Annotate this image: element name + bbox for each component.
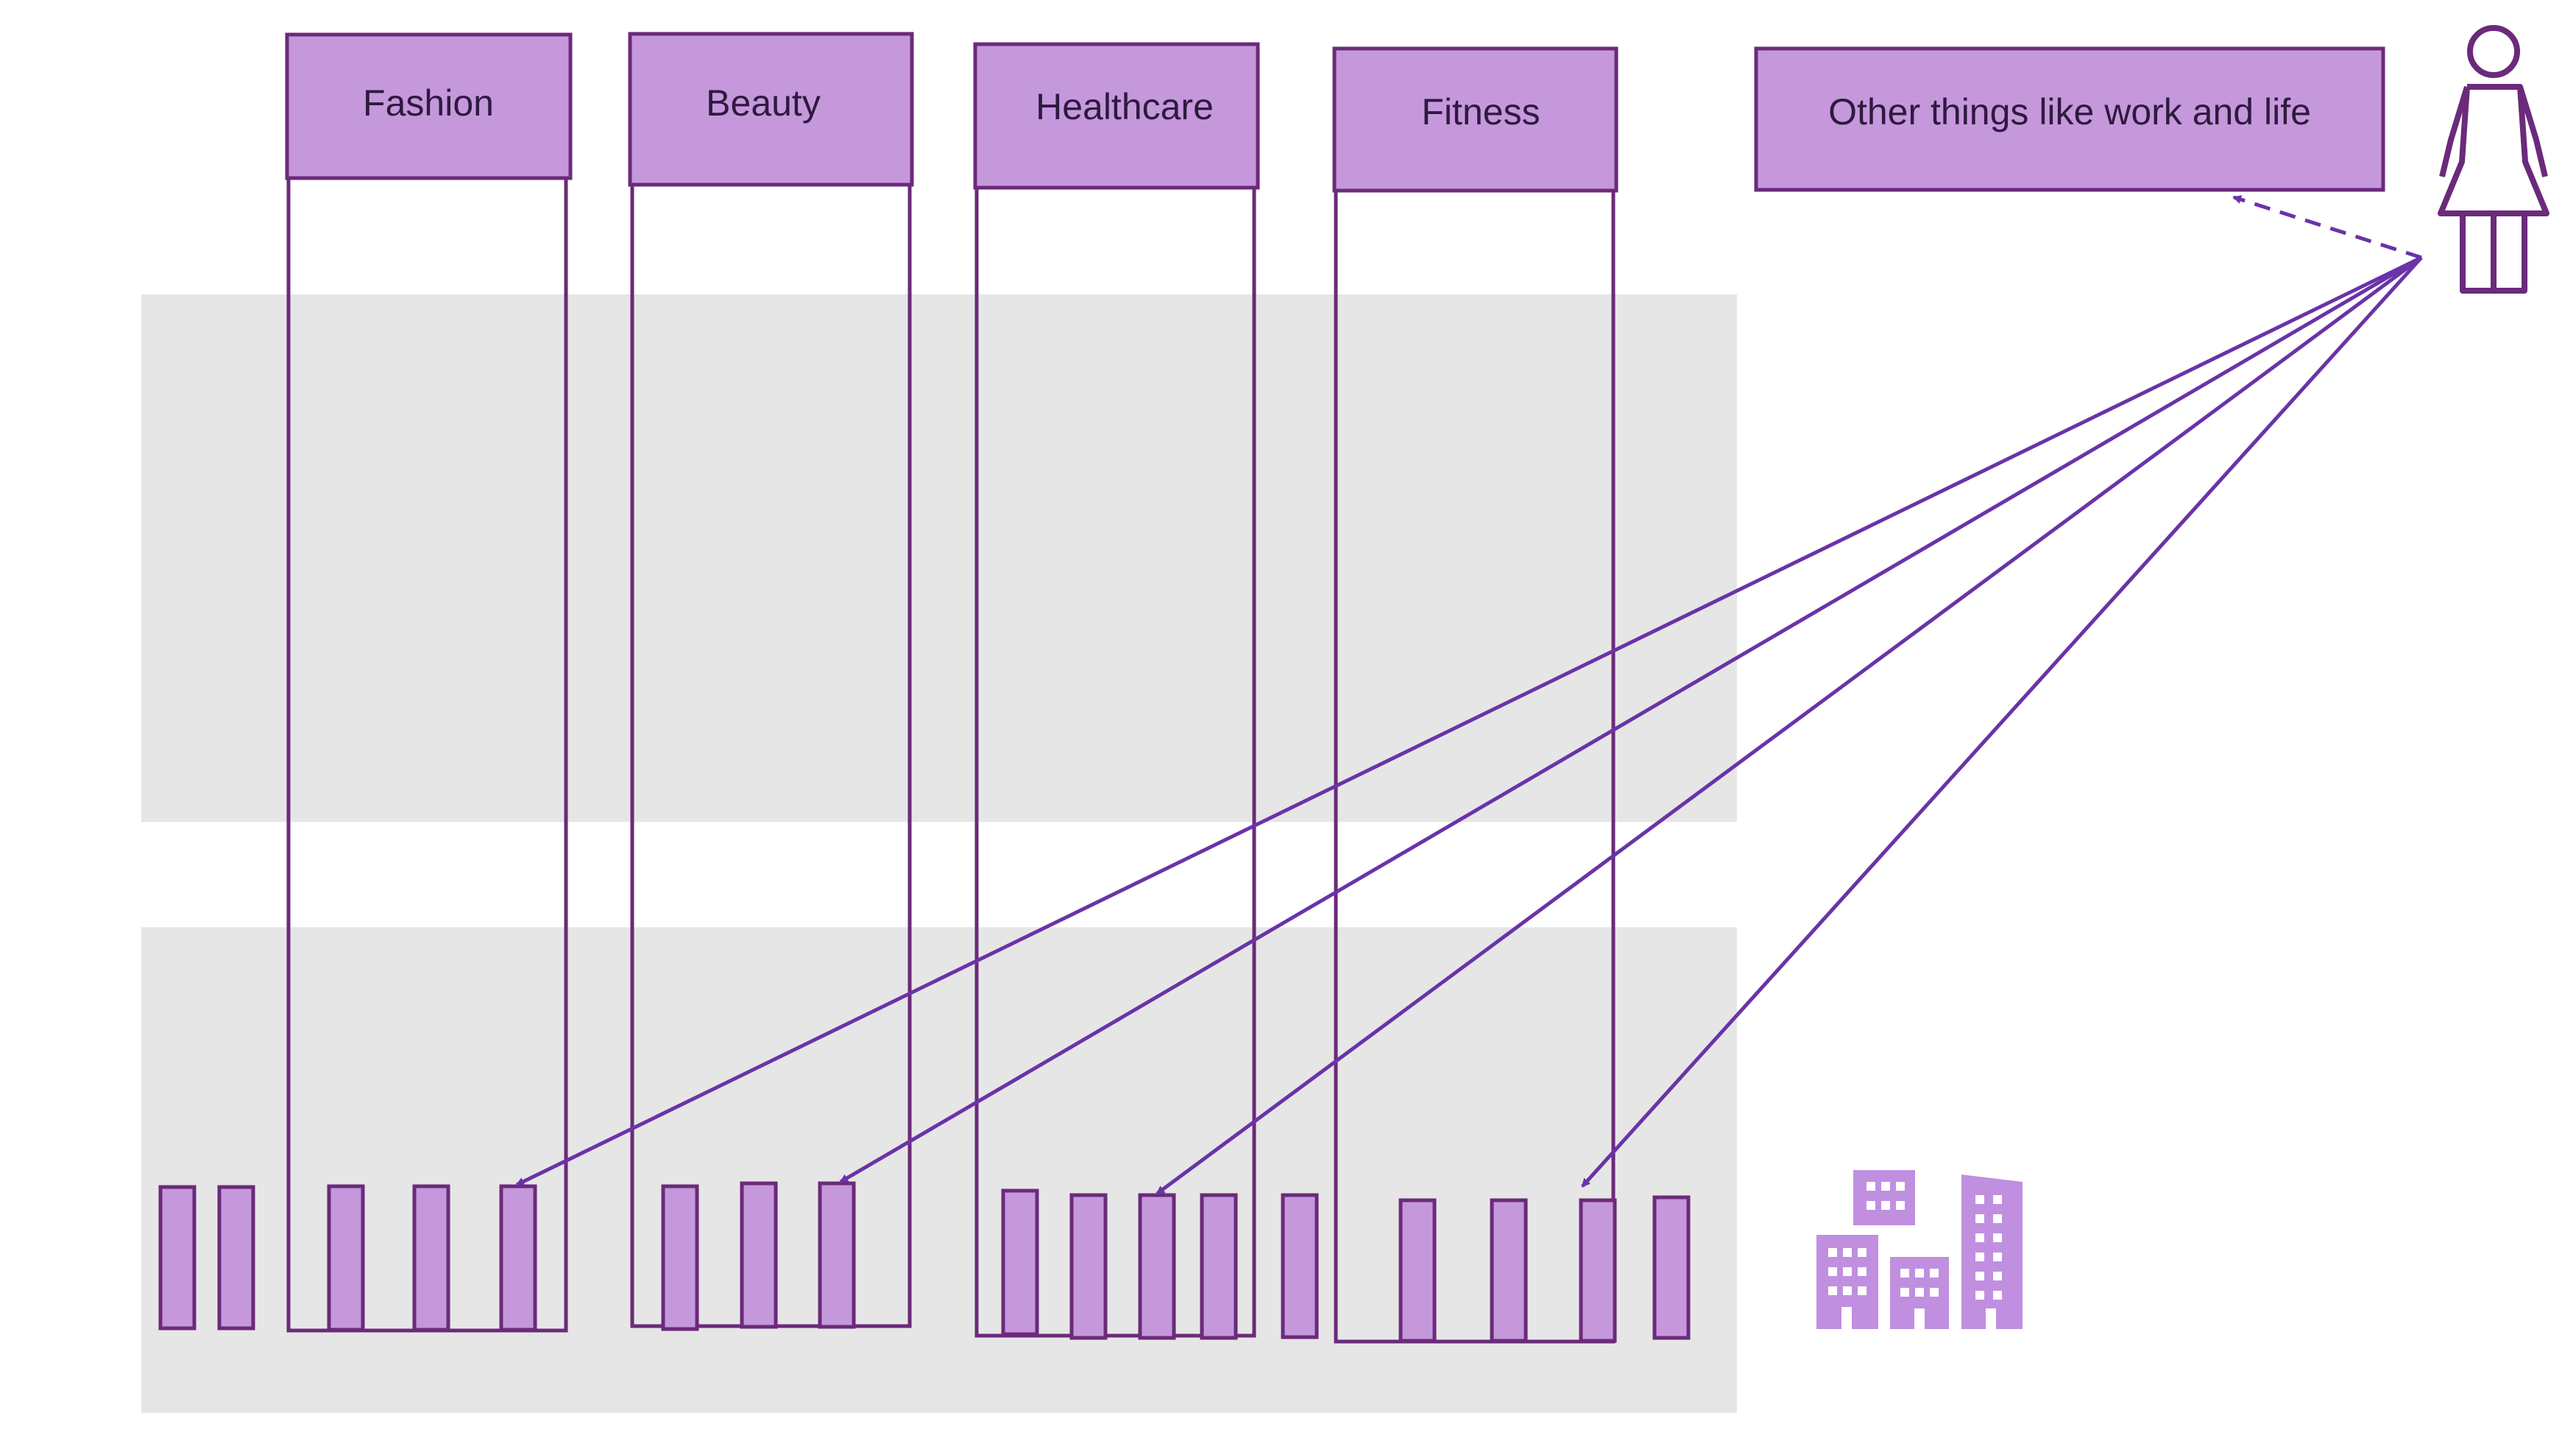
- top-band: [141, 294, 1737, 822]
- small-bar: [1200, 1193, 1238, 1340]
- arrow-to-fashion: [515, 255, 2423, 1187]
- small-bar: [661, 1184, 699, 1331]
- dashed-arrow-to-other: [2232, 195, 2422, 260]
- small-bar: [327, 1184, 365, 1332]
- small-bar: [1001, 1188, 1039, 1336]
- header-box-fashion[interactable]: [285, 32, 573, 180]
- small-bar: [1281, 1193, 1319, 1339]
- small-bar: [1490, 1198, 1528, 1343]
- small-bar: [1652, 1195, 1691, 1340]
- small-bar: [1069, 1193, 1108, 1340]
- small-bar: [1398, 1198, 1437, 1343]
- woman-person-icon: [2438, 25, 2550, 294]
- other-box-label: Other things like work and life: [1828, 91, 2311, 132]
- category-label-fitness: Fitness: [1421, 91, 1540, 132]
- small-bar: [217, 1185, 255, 1331]
- arrow-to-healthcare: [1156, 255, 2423, 1196]
- category-label-fashion: Fashion: [363, 82, 494, 124]
- small-bar: [1579, 1198, 1617, 1343]
- small-bar: [499, 1184, 537, 1332]
- small-bar: [1138, 1193, 1176, 1340]
- arrow-to-fitness: [1581, 256, 2423, 1188]
- arrow-to-beauty: [839, 255, 2423, 1184]
- header-box-healthcare[interactable]: [973, 42, 1260, 190]
- header-box-fitness[interactable]: [1332, 46, 1618, 193]
- small-bar: [412, 1184, 450, 1332]
- city-buildings-icon: [1816, 1170, 2023, 1329]
- header-box-other[interactable]: [1754, 46, 2385, 192]
- category-label-beauty: Beauty: [706, 82, 821, 124]
- small-bar: [818, 1181, 856, 1329]
- small-bar: [740, 1181, 778, 1329]
- header-box-beauty[interactable]: [628, 32, 914, 187]
- small-bar: [158, 1185, 197, 1331]
- category-label-healthcare: Healthcare: [1036, 86, 1214, 127]
